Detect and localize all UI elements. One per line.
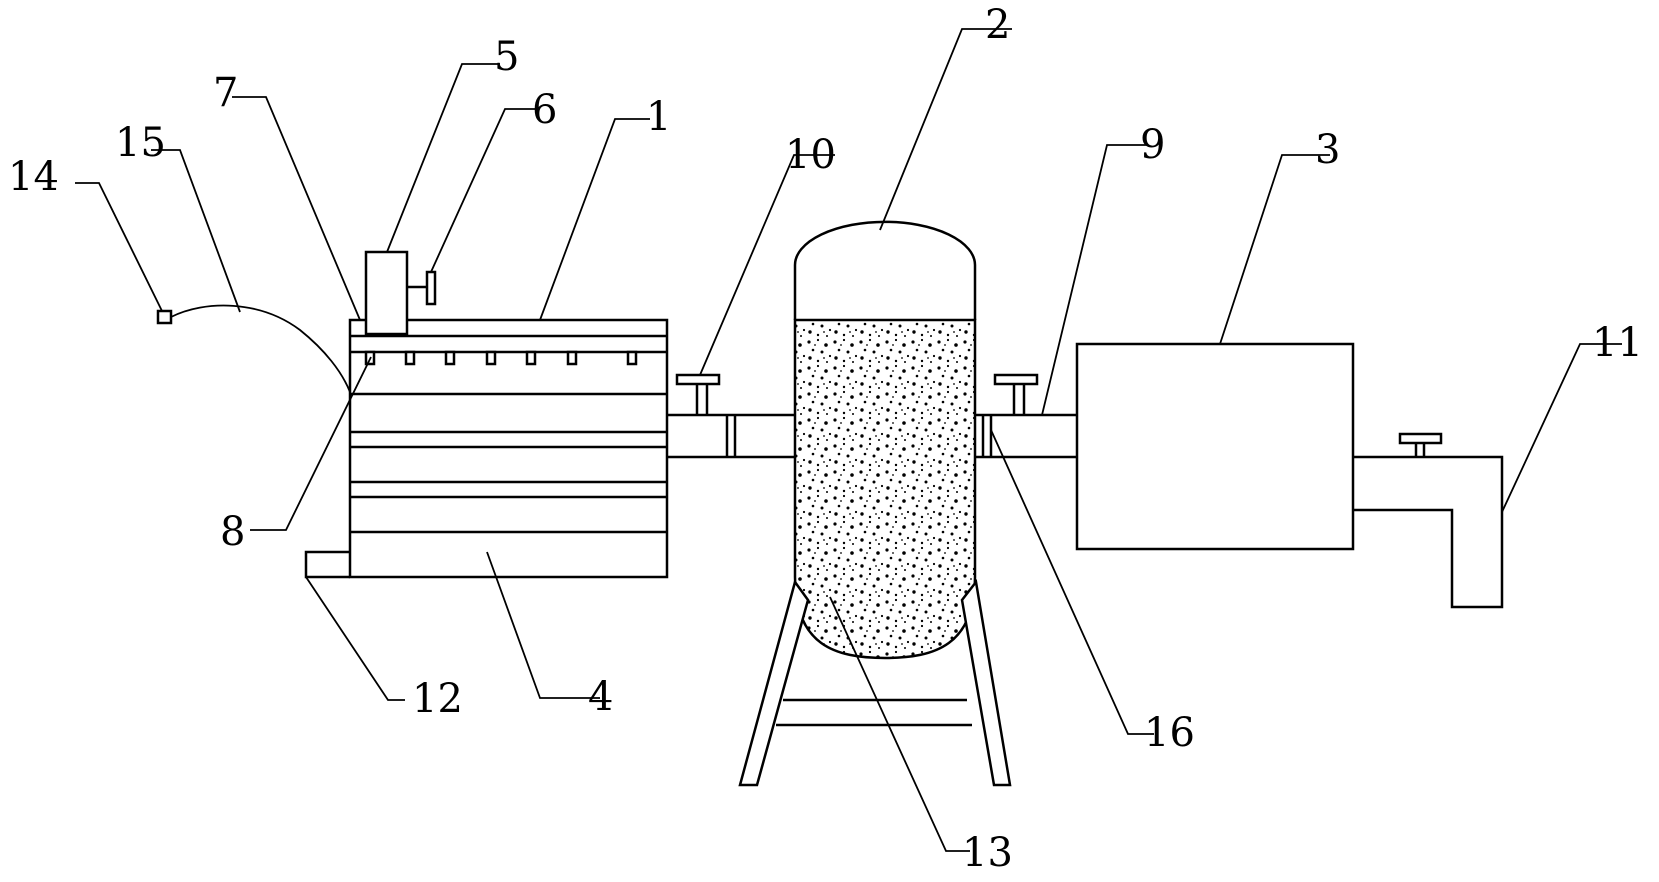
label-1: 1 xyxy=(646,94,671,140)
label-7: 7 xyxy=(213,70,238,116)
tank-body xyxy=(348,318,669,579)
collection-box xyxy=(1075,342,1355,551)
spray-nozzles xyxy=(364,350,638,366)
motor-unit xyxy=(364,250,437,336)
leader-lines xyxy=(75,28,1622,852)
base-plate xyxy=(304,550,350,579)
label-4: 4 xyxy=(588,674,613,720)
label-8: 8 xyxy=(220,509,245,555)
filter-vessel xyxy=(793,220,977,660)
label-5: 5 xyxy=(494,34,519,80)
label-3: 3 xyxy=(1315,127,1340,173)
part-labels: 1 2 3 4 5 6 7 8 9 10 11 12 13 14 15 16 xyxy=(8,2,1643,876)
label-2: 2 xyxy=(985,2,1010,48)
label-11: 11 xyxy=(1592,320,1643,366)
discharge-pipe xyxy=(1353,432,1504,609)
power-cord xyxy=(156,304,351,393)
label-10: 10 xyxy=(785,132,836,178)
label-6: 6 xyxy=(532,87,557,133)
vessel-stand xyxy=(738,578,1012,787)
label-13: 13 xyxy=(962,830,1013,876)
inlet-pipe xyxy=(667,373,795,459)
outlet-pipe xyxy=(975,373,1077,459)
label-15: 15 xyxy=(115,120,166,166)
label-9: 9 xyxy=(1140,122,1165,168)
label-14: 14 xyxy=(8,154,59,200)
label-16: 16 xyxy=(1144,710,1195,756)
label-12: 12 xyxy=(412,676,463,722)
